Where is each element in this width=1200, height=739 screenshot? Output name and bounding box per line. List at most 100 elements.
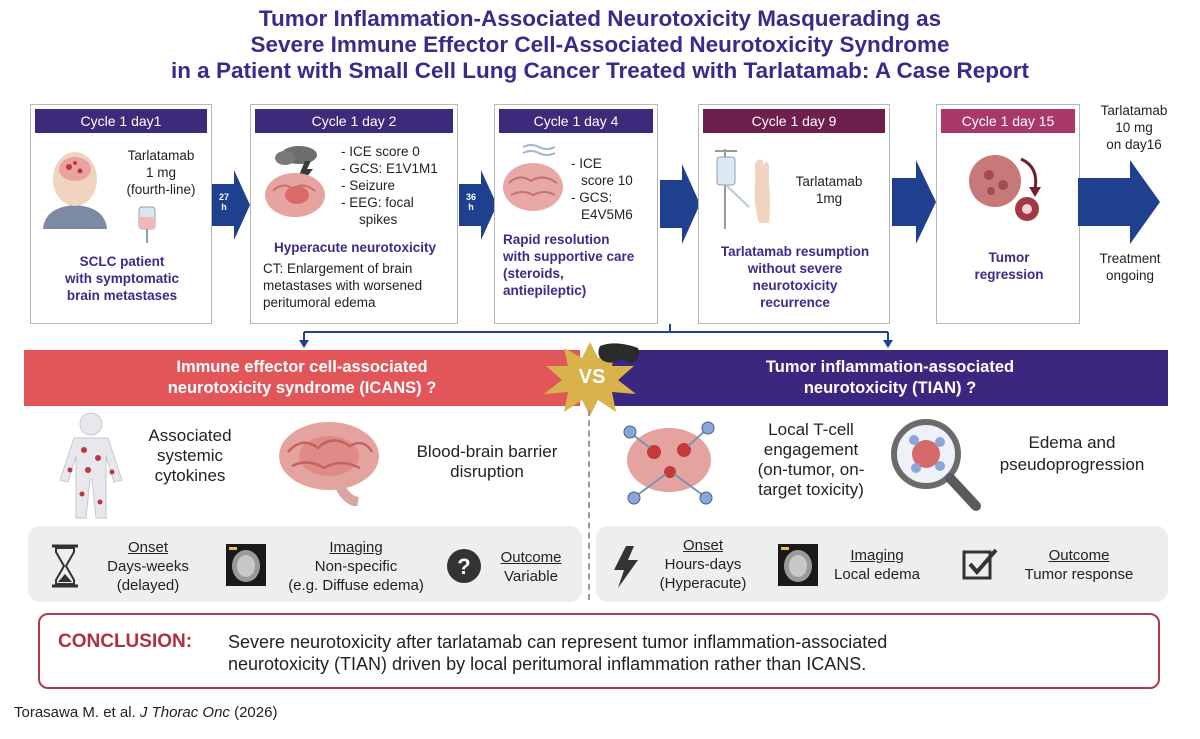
title-line-3: in a Patient with Small Cell Lung Cancer…: [170, 58, 1030, 83]
card-header-day4: Cycle 1 day 4: [499, 109, 653, 133]
tian-onset-value-1: Hours-days: [664, 556, 742, 573]
icans-feature-1-line-3: cytokines: [154, 466, 226, 485]
icans-onset-value-2: (delayed): [116, 577, 180, 594]
tian-onset-title: Onset: [682, 537, 724, 554]
dose-label: Tarlatamab: [127, 148, 195, 163]
tian-imaging-title: Imaging: [850, 547, 904, 564]
vs-burst: [544, 342, 639, 416]
icans-banner: Immune effector cell-associated neurotox…: [24, 350, 580, 406]
timeline-card-day4: Cycle 1 day 4 - ICE score 10 - GCS: E4V5…: [494, 104, 658, 324]
tian-onset-value-2: (Hyperacute): [659, 575, 747, 592]
card5-label-1: Tumor: [988, 250, 1030, 265]
end-dose-label: Tarlatamab: [1100, 103, 1168, 118]
gap-unit: h: [221, 202, 227, 212]
ice-value: score 10: [581, 173, 633, 188]
timeline-card-day15: Cycle 1 day 15 Tumor regression: [936, 104, 1080, 324]
title-line-2: Severe Immune Effector Cell-Associated N…: [250, 32, 950, 57]
magnifier-tumor-icon: [891, 419, 981, 511]
dose-label: Tarlatamab: [795, 174, 863, 189]
tian-feature-1-line-2: engagement: [763, 440, 859, 459]
card-header-day15: Cycle 1 day 15: [941, 109, 1075, 133]
citation-journal: J Thorac Onc: [139, 704, 230, 721]
comparison-divider: [588, 410, 590, 600]
icans-feature-1-line-1: Associated: [148, 426, 232, 445]
card3-label-4: antiepileptic): [503, 283, 587, 298]
iv-bag-icon: [138, 206, 156, 243]
conclusion-text-line-1: Severe neurotoxicity after tarlatamab ca…: [228, 632, 888, 652]
card1-label-3: brain metastases: [66, 288, 178, 303]
dose-amount: 1 mg: [145, 165, 176, 180]
gap-hours: 27: [218, 192, 229, 202]
timeline-arrow-final: [1078, 160, 1160, 244]
gcs-score: - GCS: E1V1M1: [341, 161, 438, 176]
dose-amount: 1mg: [815, 191, 843, 206]
eeg-cont: spikes: [359, 212, 398, 227]
tian-feature-1-line-3: (on-tumor, on-: [757, 460, 865, 479]
timeline-arrow-3: [660, 164, 700, 244]
icans-imaging-value-2: (e.g. Diffuse edema): [288, 577, 424, 594]
connector-lines: [299, 324, 893, 348]
vs-label: VS: [578, 366, 606, 388]
card3-label-2: with supportive care: [503, 249, 635, 264]
ct-line-1: CT: Enlargement of brain: [263, 261, 413, 276]
ice-score: - ICE score 0: [341, 144, 420, 159]
tian-characteristics-panel: [596, 526, 1168, 602]
dose-line: (fourth-line): [126, 182, 196, 197]
citation-year: (2026): [229, 704, 278, 721]
checkbox-icon: [962, 548, 998, 580]
tian-feature-2-line-2: pseudoprogression: [999, 455, 1145, 474]
tian-imaging-value: Local edema: [834, 566, 920, 583]
human-body-icon: [59, 412, 123, 519]
seizure: - Seizure: [341, 178, 396, 193]
brain-icon: [279, 422, 379, 506]
tian-outcome-value: Tumor response: [1024, 566, 1134, 583]
tian-banner-line-2: neurotoxicity (TIAN) ?: [803, 379, 977, 397]
treatment-status-1: Treatment: [1099, 251, 1161, 266]
icans-characteristics-panel: [28, 526, 582, 602]
tian-feature-1-line-1: Local T-cell: [768, 420, 854, 439]
end-dose-day: on day16: [1106, 137, 1162, 152]
icans-imaging-value-1: Non-specific: [314, 558, 398, 575]
page-title: Tumor Inflammation-Associated Neurotoxic…: [0, 6, 1200, 84]
timeline-card-day1: Cycle 1 day1 Tarlatamab 1 mg (fourth-lin…: [30, 104, 212, 324]
gcs-value: E4V5M6: [581, 207, 633, 222]
svg-text:?: ?: [457, 554, 470, 579]
card-header-day1: Cycle 1 day1: [35, 109, 207, 133]
conclusion-text-line-2: neurotoxicity (TIAN) driven by local per…: [228, 654, 867, 674]
timeline-arrow-36h: [459, 170, 497, 240]
card2-label: Hyperacute neurotoxicity: [273, 240, 437, 255]
card3-label-3: (steroids,: [503, 266, 564, 281]
mask-icon: [598, 343, 639, 364]
hourglass-icon: [52, 544, 78, 588]
card4-label-1: Tarlatamab resumption: [720, 244, 870, 259]
tumor-shrink-icon: [969, 155, 1041, 221]
icans-outcome-title: Outcome: [500, 549, 562, 566]
iv-drip-hand-icon: [715, 149, 770, 229]
tian-outcome-title: Outcome: [1048, 547, 1110, 564]
tian-banner-line-1: Tumor inflammation-associated: [765, 358, 1015, 376]
eeg: - EEG: focal: [341, 195, 414, 210]
card1-label-1: SCLC patient: [79, 254, 165, 269]
ct-line-3: peritumoral edema: [263, 295, 376, 310]
tian-banner: Tumor inflammation-associated neurotoxic…: [612, 350, 1168, 406]
icans-feature-1-line-2: systemic: [156, 446, 224, 465]
card-header-day2: Cycle 1 day 2: [255, 109, 453, 133]
timeline-arrow-27h: [212, 170, 250, 240]
mri-scan-icon: [778, 544, 818, 586]
card4-label-3: neurotoxicity: [752, 278, 838, 293]
timeline-card-day9: Cycle 1 day 9 Tarlatamab 1mg Tarlatamab …: [698, 104, 890, 324]
tian-feature-2-line-1: Edema and: [1028, 433, 1116, 452]
brain-tcell-icon: [623, 421, 715, 505]
card-header-day9: Cycle 1 day 9: [703, 109, 885, 133]
card1-label-2: with symptomatic: [64, 271, 180, 286]
timeline-arrow-4: [892, 160, 936, 244]
citation: Torasawa M. et al. J Thorac Onc (2026): [14, 704, 277, 721]
gap-hours: 36: [465, 192, 476, 202]
gap-unit: h: [468, 202, 474, 212]
card4-label-2: without severe: [747, 261, 843, 276]
treatment-status-2: ongoing: [1105, 268, 1155, 283]
question-icon: ?: [447, 549, 481, 583]
card5-label-2: regression: [974, 267, 1044, 282]
card3-label-1: Rapid resolution: [503, 232, 610, 247]
icans-onset-title: Onset: [127, 539, 169, 556]
